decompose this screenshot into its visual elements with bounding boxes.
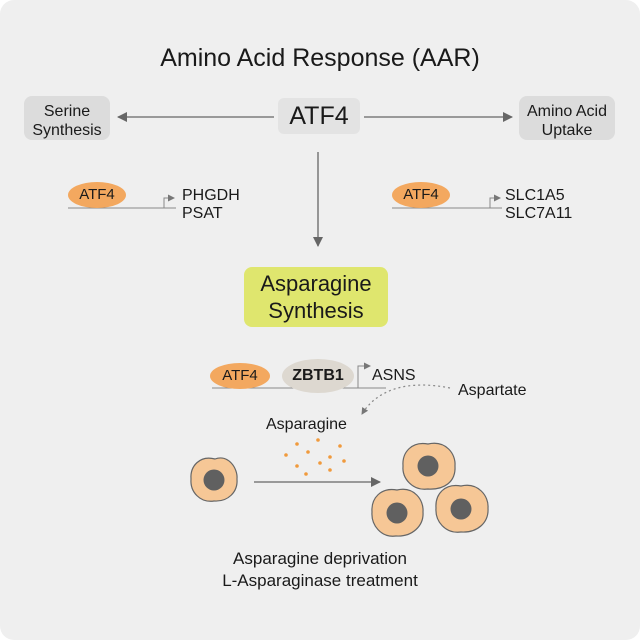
zbtb1-node: ZBTB1: [282, 359, 354, 393]
caption-line1: Asparagine deprivation: [233, 549, 407, 568]
asparagine-label: Asparagine: [266, 416, 347, 433]
asparagine-synthesis-line2: Synthesis: [268, 298, 364, 323]
left-promoter-line: [68, 194, 176, 209]
amino-acid-uptake-box: Amino Acid Uptake: [519, 96, 615, 140]
asparagine-synthesis-line1: Asparagine: [260, 271, 372, 296]
gene-slc7a11: SLC7A11: [505, 205, 573, 222]
amino-acid-uptake-line1: Amino Acid: [526, 103, 608, 120]
cell-single: [190, 457, 238, 502]
amino-acid-uptake-line2: Uptake: [541, 122, 593, 139]
gene-slc1a5: SLC1A5: [505, 187, 565, 204]
aspartate-label: Aspartate: [458, 382, 527, 399]
caption-line2: L-Asparaginase treatment: [222, 571, 418, 590]
left-gene-list: PHGDH PSAT: [182, 187, 240, 223]
cell-cluster: [371, 442, 489, 537]
atf4-right-pill: ATF4: [392, 182, 450, 208]
serine-synthesis-box: Serine Synthesis: [24, 96, 110, 140]
page-title: Amino Acid Response (AAR): [160, 44, 480, 72]
gene-phgdh: PHGDH: [182, 187, 240, 204]
gene-asns: ASNS: [372, 367, 416, 384]
serine-synthesis-line1: Serine: [43, 103, 91, 120]
aspartate-to-asparagine-arrow: [361, 384, 451, 415]
atf4-left-pill: ATF4: [68, 182, 126, 208]
asparagine-dots: [284, 438, 346, 476]
atf4-central-node: ATF4: [278, 98, 360, 134]
right-promoter-line: [392, 194, 502, 209]
asparagine-synthesis-box: Asparagine Synthesis: [244, 267, 388, 327]
atf4-asns-pill: ATF4: [210, 363, 270, 389]
serine-synthesis-line2: Synthesis: [32, 122, 102, 139]
right-gene-list: SLC1A5 SLC7A11: [505, 187, 572, 223]
gene-psat: PSAT: [182, 205, 223, 222]
